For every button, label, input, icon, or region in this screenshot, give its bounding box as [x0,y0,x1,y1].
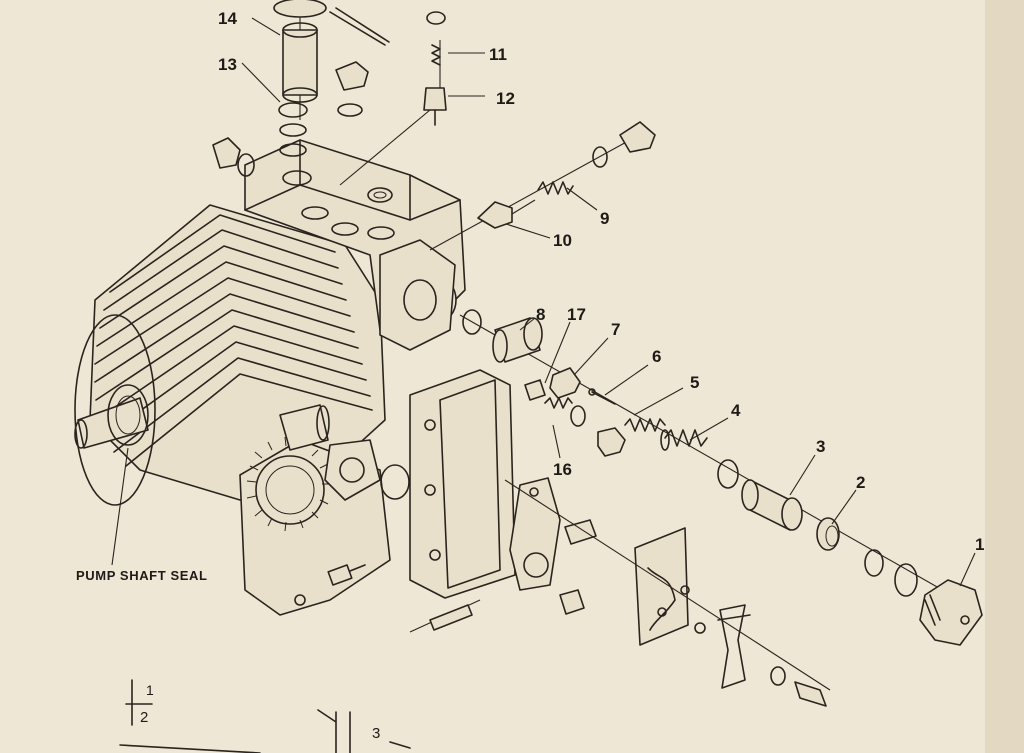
callout-leaders [111,17,976,587]
callout-16: 16 [553,460,572,479]
callout-13: 13 [218,55,237,74]
part-4-spring [660,429,708,451]
callout-10: 10 [553,231,572,250]
part-14-plunger [273,0,390,103]
callout-7: 7 [611,320,620,339]
lever-arm [509,477,597,615]
callout-14: 14 [218,9,237,28]
part-3-sleeve [717,459,803,531]
callout-1: 1 [975,535,984,554]
dowel-pin [429,604,473,631]
callout-8: 8 [536,305,545,324]
pump-shaft-seal-caption: PUMP SHAFT SEAL [76,568,208,583]
margin-note-a: 1 [146,682,154,698]
gear-housing [239,404,410,616]
margin-note-b: 2 [140,709,148,726]
part-8-fitting [462,309,543,363]
callout-11: 11 [489,45,507,64]
callout-2: 2 [856,473,865,492]
page-edge-shadow [985,0,1024,753]
top-port-plug [367,187,393,203]
callout-5: 5 [690,373,699,392]
part-11-spring [426,11,446,66]
part-9-spring [537,121,656,195]
callout-3: 3 [816,437,825,456]
margin-note-c: 3 [372,725,380,742]
callout-6: 6 [652,347,661,366]
part-16-spring [544,397,626,457]
bottom-bolt [694,622,827,707]
upper-plug [335,61,369,117]
part-12-fitting [423,87,447,126]
callout-labels: 1 2 3 4 5 6 7 8 9 10 11 12 13 14 16 17 [218,9,984,554]
callout-4: 4 [731,401,741,420]
valve-body [244,139,466,351]
left-plug [212,137,255,177]
fan-plate [634,527,690,646]
cover-plate [409,369,516,599]
part-10-poppet [477,199,536,229]
part-2-seal [816,517,918,597]
spring-clip [717,604,751,689]
callout-12: 12 [496,89,515,108]
part-1-plug [919,579,983,646]
callout-17: 17 [567,305,586,324]
part-13-washers [278,102,308,157]
part-6-pin [588,388,616,405]
margin-notes: 1 2 3 [119,679,411,753]
part-17-poppet [524,379,546,401]
part-7-nut [549,367,581,399]
callout-9: 9 [600,209,609,228]
part-5-spring [624,418,666,432]
